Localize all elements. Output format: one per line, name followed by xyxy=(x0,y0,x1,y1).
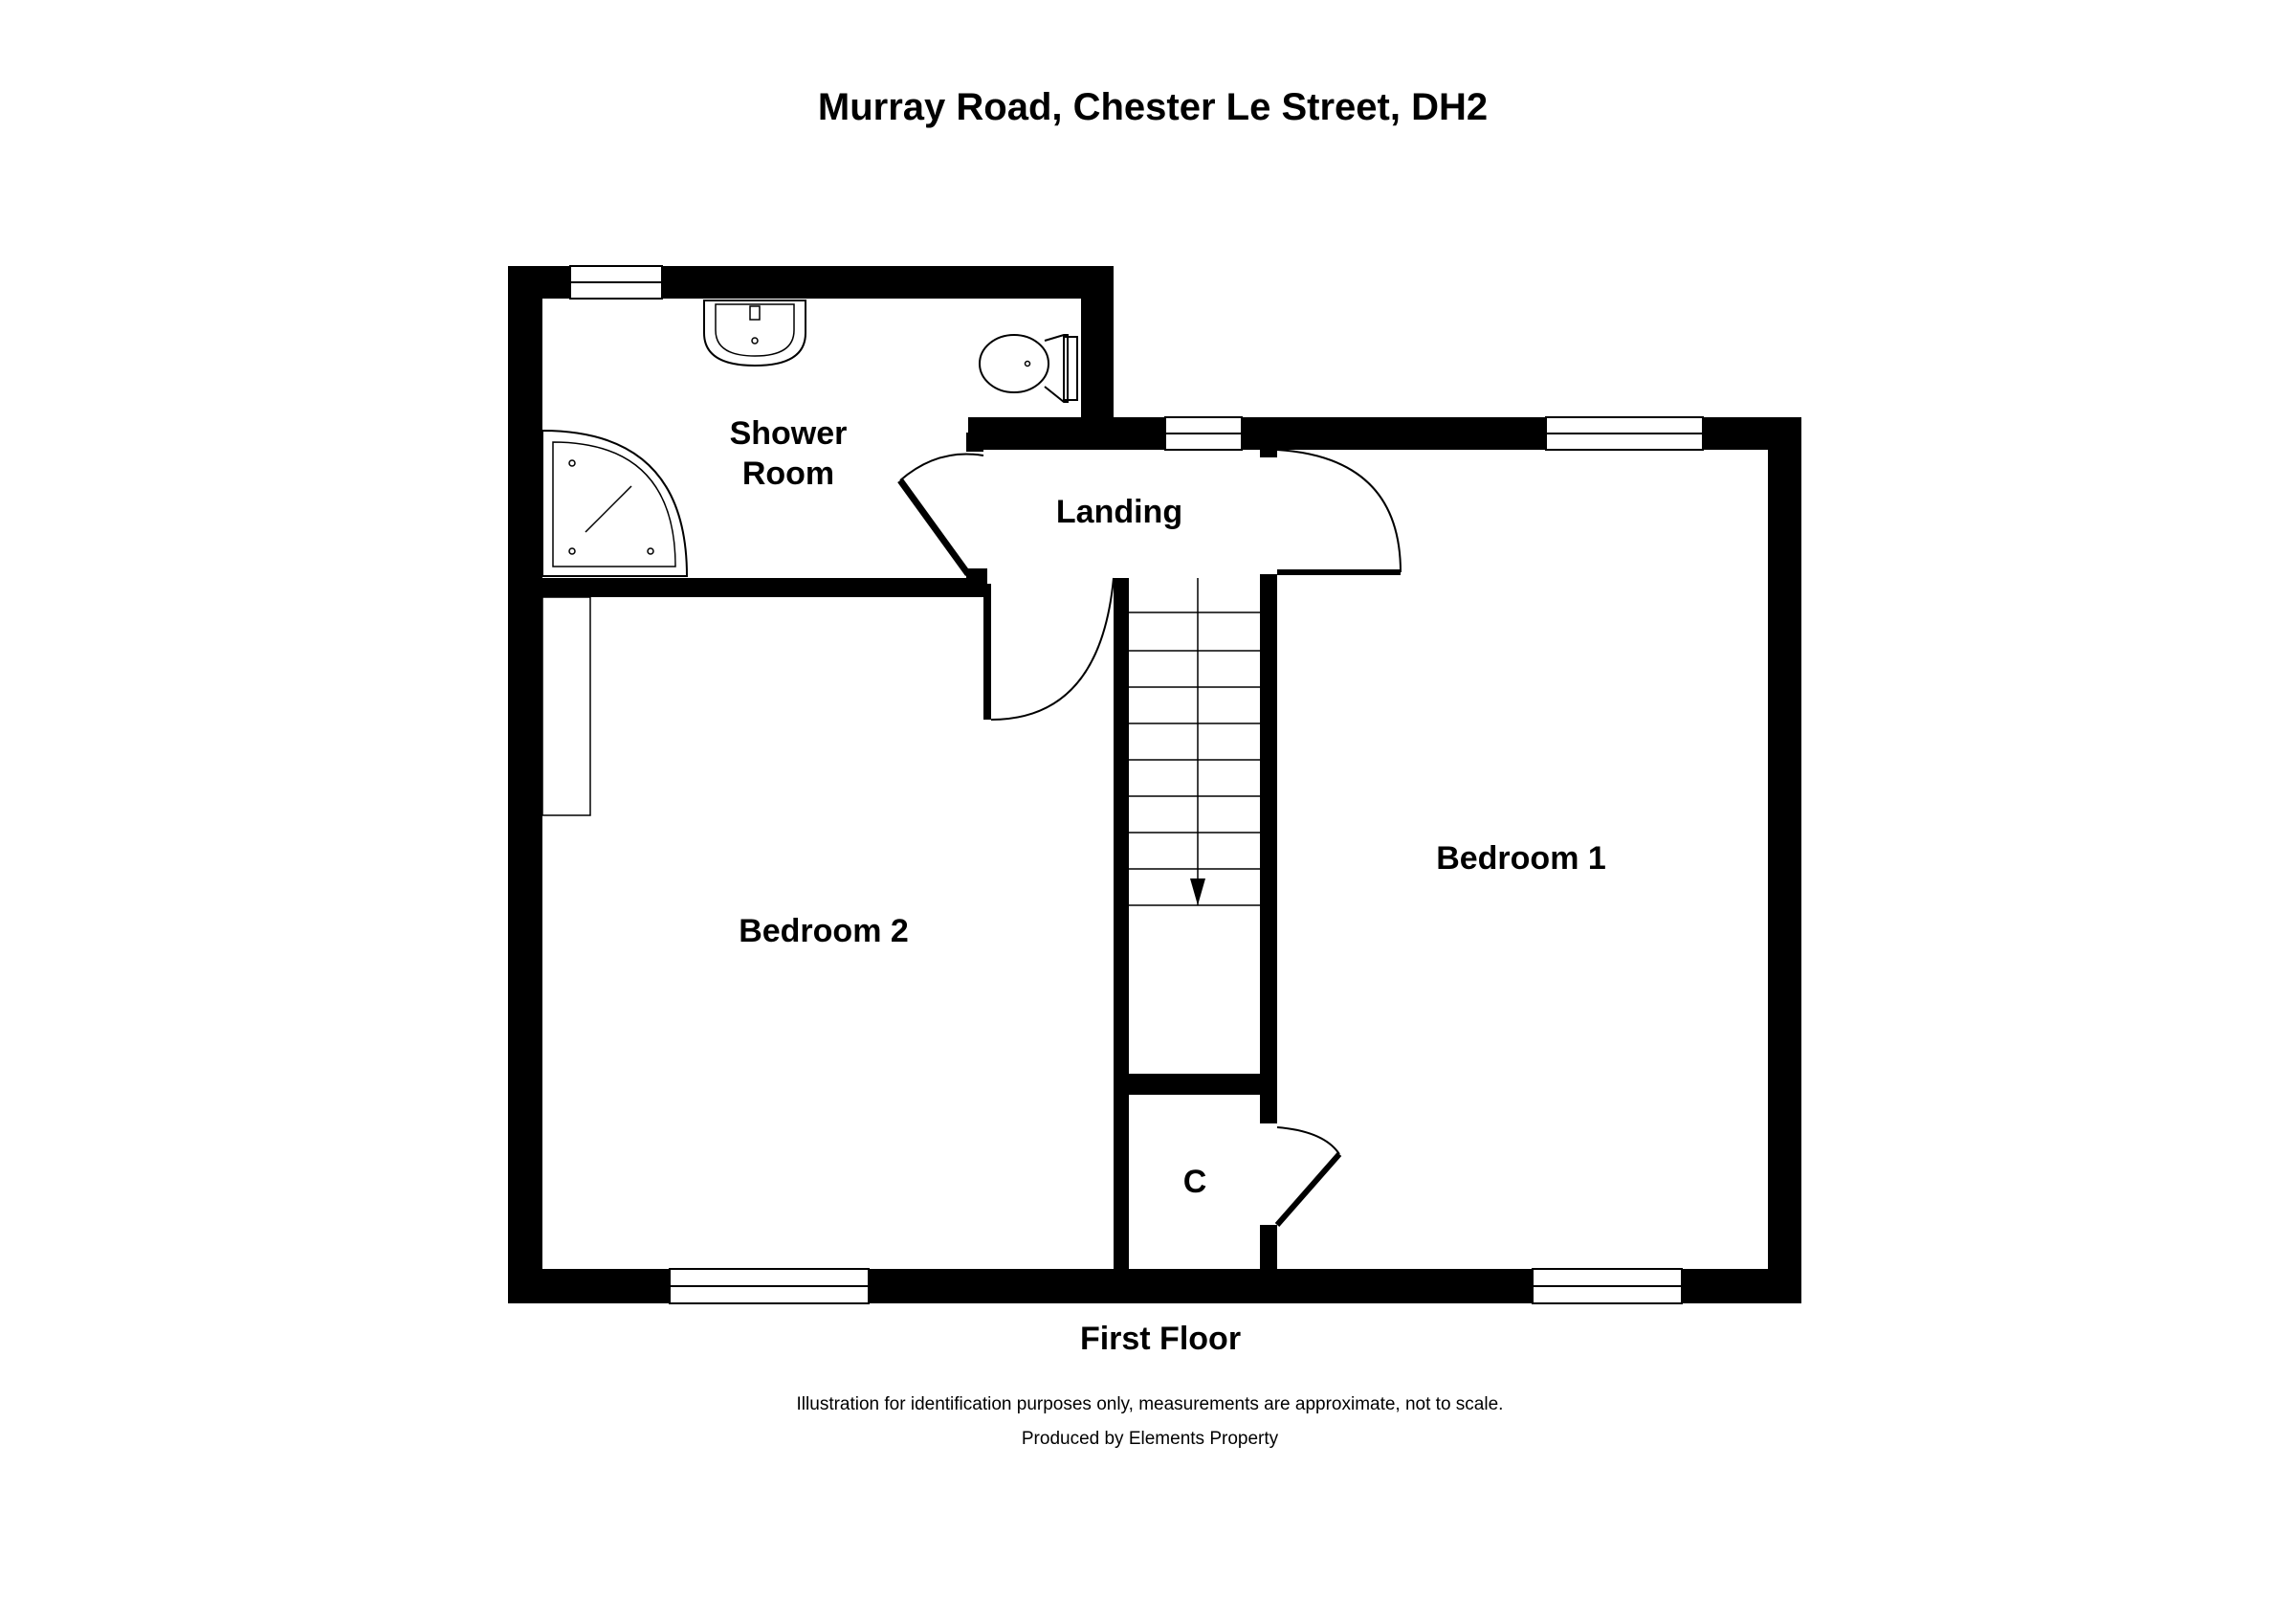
door-swing-cupboard xyxy=(1276,1126,1340,1155)
toilet-icon xyxy=(979,334,1078,403)
room-label-bedroom2: Bedroom 2 xyxy=(739,913,909,949)
floor-label: First Floor xyxy=(1080,1321,1241,1357)
room-label-cupboard: C xyxy=(1183,1164,1207,1200)
door-leaf-cupboard xyxy=(1274,1152,1342,1227)
doors xyxy=(897,449,1402,1227)
disclaimer-text: Illustration for identification purposes… xyxy=(797,1394,1504,1414)
arrow-down-icon xyxy=(1190,878,1205,905)
wall-post xyxy=(966,568,987,597)
fixtures xyxy=(541,300,1078,816)
wall-shower-right xyxy=(1081,266,1114,434)
room-label-bedroom1: Bedroom 1 xyxy=(1436,840,1606,877)
door-swing-bedroom1 xyxy=(1276,449,1402,573)
basin-icon xyxy=(703,300,806,367)
wall-post xyxy=(1260,448,1277,457)
wall-stair-right xyxy=(1260,574,1277,1123)
wardrobe-panel xyxy=(541,596,591,816)
room-label-shower-line1: Shower xyxy=(730,415,848,452)
outer-wall-left xyxy=(508,266,542,1303)
outer-wall-right xyxy=(1768,417,1801,1303)
produced-by-text: Produced by Elements Property xyxy=(1022,1429,1279,1449)
shower-tray-icon xyxy=(541,429,689,577)
room-label-landing: Landing xyxy=(1056,494,1182,530)
plan-title: Murray Road, Chester Le Street, DH2 xyxy=(818,86,1488,128)
wall-cupboard-right xyxy=(1260,1225,1277,1269)
windows xyxy=(569,265,1704,1304)
door-leaf-bedroom2 xyxy=(983,584,991,720)
door-swing-bedroom2 xyxy=(990,577,1115,721)
door-swing-shower xyxy=(899,453,984,481)
wall-stair-left xyxy=(1114,578,1129,1269)
wall-cupboard-top xyxy=(1114,1074,1277,1095)
door-leaf-shower xyxy=(897,478,971,577)
wall-post xyxy=(966,433,983,452)
staircase xyxy=(1129,578,1260,906)
room-label-shower-line2: Room xyxy=(742,456,834,492)
wall-shower-bottom xyxy=(508,578,986,597)
